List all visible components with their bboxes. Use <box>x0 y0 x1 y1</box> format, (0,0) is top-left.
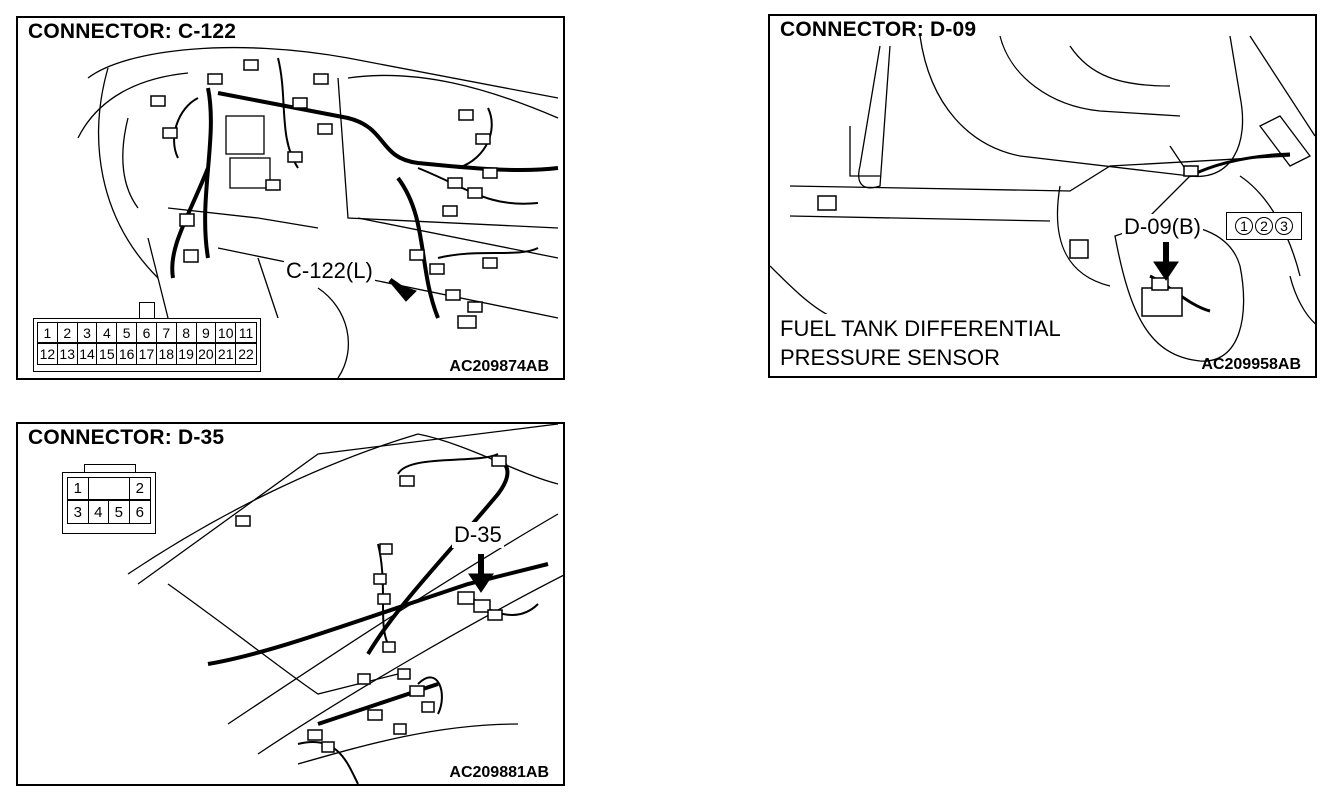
component-caption: FUEL TANK DIFFERENTIAL PRESSURE SENSOR <box>780 314 1065 372</box>
pin: 1 <box>68 478 89 500</box>
pin-row-bottom: 12 13 14 15 16 17 18 19 20 21 22 <box>37 344 257 365</box>
pin: 11 <box>236 323 256 343</box>
pin: 1 <box>38 323 58 343</box>
figure-code-d35: AC209881AB <box>449 764 549 781</box>
pin: 20 <box>197 344 217 364</box>
pin: 3 <box>77 323 98 343</box>
panel-connector-d09: CONNECTOR: D-09 D-09(B) 1 2 3 FUEL TANK … <box>768 14 1317 378</box>
panel-connector-d35: CONNECTOR: D-35 D-35 1 2 3 4 5 6 AC20988… <box>16 422 565 786</box>
pin: 2 <box>129 478 150 500</box>
panel-connector-c122: CONNECTOR: C-122 C-122(L) 1 2 3 4 5 6 7 … <box>16 16 565 380</box>
connector-label-c122: C-122(L) <box>284 258 375 284</box>
pin: 9 <box>196 323 217 343</box>
pin: 7 <box>156 323 177 343</box>
pin: 22 <box>238 346 254 362</box>
pin: 16 <box>117 344 138 364</box>
connector-pinout-d35: 1 2 3 4 5 6 <box>62 472 156 534</box>
caption-line-1: FUEL TANK DIFFERENTIAL <box>780 316 1061 341</box>
pin-row-top: 1 2 <box>67 477 151 501</box>
panel-title-d09: CONNECTOR: D-09 <box>780 18 977 41</box>
pin: 15 <box>97 344 118 364</box>
pin: 13 <box>58 344 78 364</box>
pin: 14 <box>78 344 98 364</box>
caption-line-2: PRESSURE SENSOR <box>780 345 1001 370</box>
fuel-tank-area-illustration <box>770 35 1315 362</box>
dashboard-harness-illustration <box>77 46 559 378</box>
pin: 8 <box>176 323 197 343</box>
connector-label-d09: D-09(B) <box>1122 214 1204 240</box>
pin: 2 <box>57 323 78 343</box>
pin: 5 <box>109 501 130 523</box>
pin: 18 <box>157 344 177 364</box>
pin: 4 <box>89 501 109 523</box>
connector-latch <box>84 464 136 473</box>
pin: 3 <box>1275 217 1293 235</box>
pin-blank <box>88 478 130 500</box>
pin: 21 <box>216 344 237 364</box>
pin: 4 <box>97 323 118 343</box>
pin: 19 <box>177 344 197 364</box>
pin: 12 <box>38 344 58 364</box>
pin: 1 <box>1235 217 1253 235</box>
pin-row-bottom: 3 4 5 6 <box>67 501 151 524</box>
panel-title-d35: CONNECTOR: D-35 <box>28 426 225 449</box>
pin: 3 <box>68 501 89 523</box>
pin: 6 <box>137 323 157 343</box>
connector-pinout-c122: 1 2 3 4 5 6 7 8 9 10 11 12 13 14 15 16 1… <box>33 318 261 372</box>
connector-pinout-d09: 1 2 3 <box>1226 212 1302 240</box>
panel-title-c122: CONNECTOR: C-122 <box>28 20 237 43</box>
figure-code-d09: AC209958AB <box>1201 356 1301 373</box>
connector-label-d35: D-35 <box>452 522 504 548</box>
pin: 10 <box>216 323 237 343</box>
figure-code-c122: AC209874AB <box>449 358 549 375</box>
pin-row-top: 1 2 3 4 5 6 7 8 9 10 11 <box>37 322 257 344</box>
pin: 5 <box>117 323 138 343</box>
pin: 17 <box>137 344 157 364</box>
pin: 2 <box>1255 217 1273 235</box>
connector-latch <box>139 302 155 319</box>
pin: 6 <box>135 503 144 521</box>
